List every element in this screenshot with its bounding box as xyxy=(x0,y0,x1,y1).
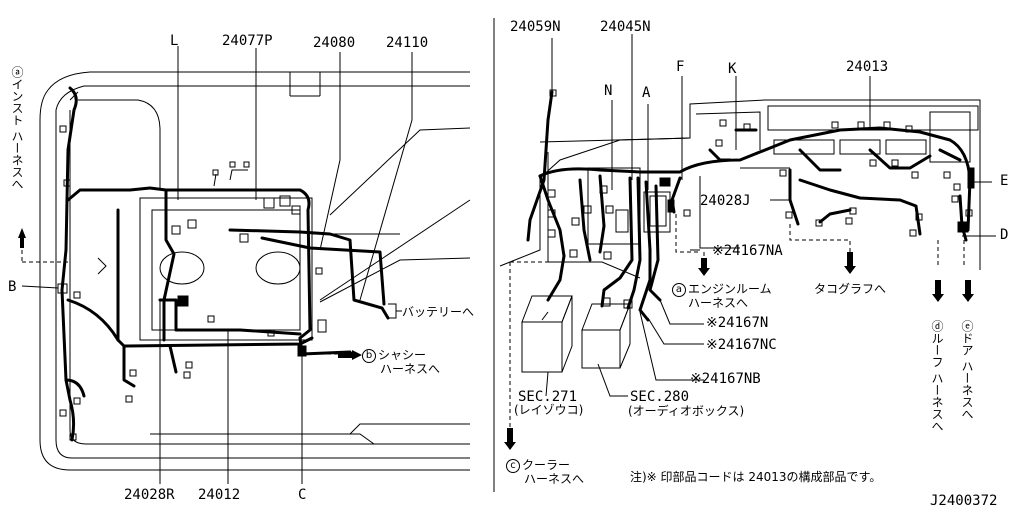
engine-line1: エンジンルーム xyxy=(688,282,772,296)
callout-24028J: 24028J xyxy=(700,193,751,209)
left-leaders xyxy=(21,46,413,484)
callout-K: K xyxy=(728,61,737,77)
callout-24167N: ※24167N xyxy=(706,315,769,331)
callout-24167NB: ※24167NB xyxy=(690,371,761,387)
callout-F: F xyxy=(676,59,685,75)
right-harness xyxy=(526,90,972,322)
roof-harness-label: ⓓルーフ ハーネスへ xyxy=(930,320,944,432)
callout-24045N: 24045N xyxy=(600,19,651,35)
right-arrows xyxy=(504,252,974,450)
callout-E: E xyxy=(1000,173,1009,189)
callout-B: B xyxy=(8,279,17,295)
callout-D: D xyxy=(1000,227,1009,243)
sec271-label: SEC.271 xyxy=(518,389,578,405)
callout-24012: 24012 xyxy=(198,487,241,503)
left-body-outline xyxy=(39,71,471,471)
inst-harness-label: ⓐインスト ハーネスへ xyxy=(10,66,24,190)
engine-line2: ハーネスへ xyxy=(688,296,749,310)
left-harness xyxy=(60,86,390,442)
sec-boxes xyxy=(521,295,631,373)
right-leaders xyxy=(509,34,996,428)
cooler-line1: クーラー xyxy=(522,458,571,472)
callout-L: L xyxy=(170,33,179,49)
sec280-sub: (オーディオボックス) xyxy=(628,404,745,418)
left-connectors xyxy=(57,91,327,441)
sec271-sub: (レイゾウコ) xyxy=(514,403,584,417)
cooler-line2: ハーネスへ xyxy=(524,472,585,486)
right-dashboard-outline xyxy=(499,99,981,279)
chassis-line1: シャシー xyxy=(378,348,427,362)
callout-A: A xyxy=(642,85,651,101)
sec280-label: SEC.280 xyxy=(630,389,690,405)
callout-24167NA: ※24167NA xyxy=(712,243,783,259)
engine-circle: a xyxy=(672,283,686,297)
callout-24167NC: ※24167NC xyxy=(706,337,777,353)
battery-label: バッテリーへ xyxy=(402,305,475,319)
left-arrows xyxy=(18,228,362,360)
figure-id: J2400372 xyxy=(930,493,998,509)
callout-N: N xyxy=(604,83,613,99)
tachograph-label: タコグラフへ xyxy=(814,282,887,296)
door-harness-label: ⓔドア ハーネスへ xyxy=(960,320,974,420)
callout-24080: 24080 xyxy=(313,35,356,51)
cooler-circle: c xyxy=(506,459,520,473)
callout-24059N: 24059N xyxy=(510,19,561,35)
chassis-line2: ハーネスへ xyxy=(380,362,441,376)
callout-24013: 24013 xyxy=(846,59,889,75)
callout-24110: 24110 xyxy=(386,35,429,51)
chassis-circle: b xyxy=(362,349,376,363)
callout-C: C xyxy=(298,487,307,503)
callout-24028R: 24028R xyxy=(124,487,175,503)
callout-24077P: 24077P xyxy=(222,33,273,49)
footnote: 注)※ 印部品コードは 24013の構成部品です。 xyxy=(630,470,882,484)
